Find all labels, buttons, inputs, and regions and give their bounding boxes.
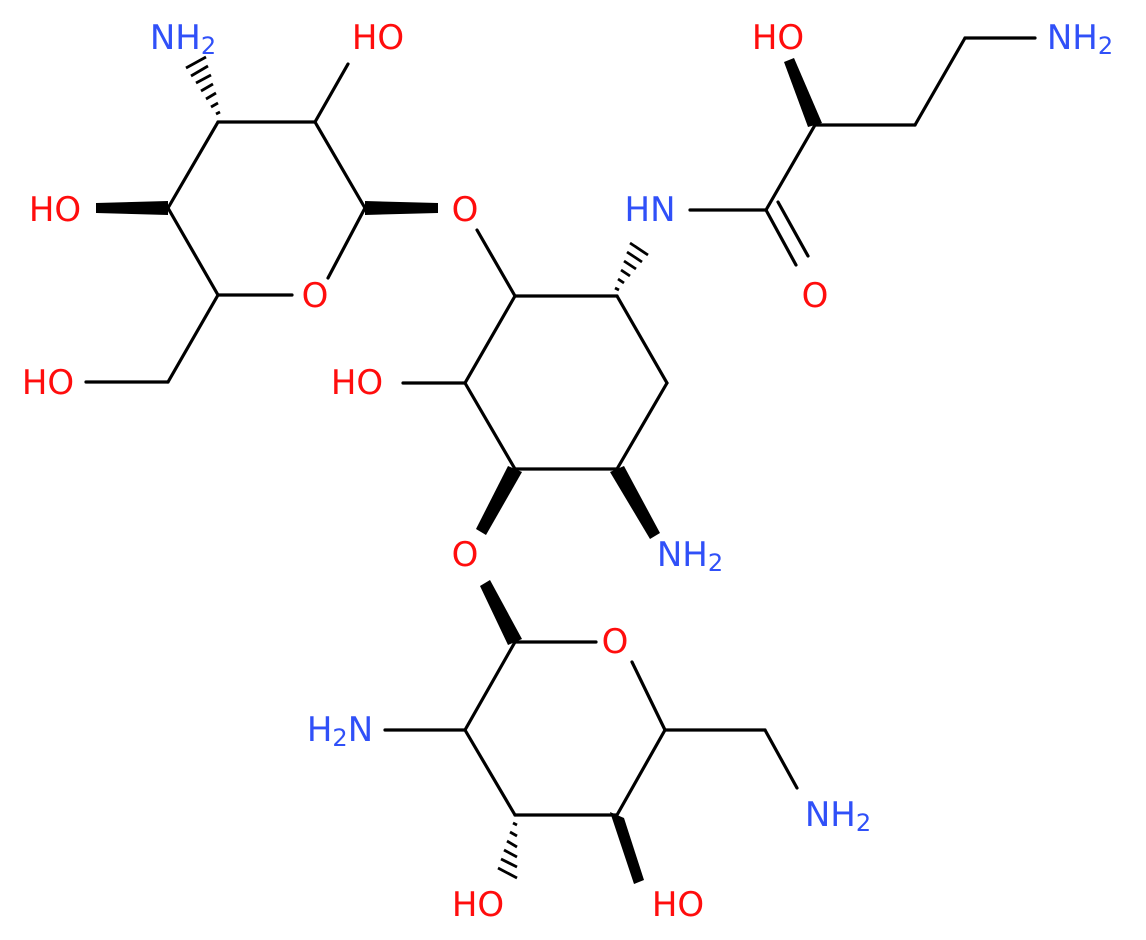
nh2-cyclohexane-label: NH2 [657, 535, 723, 577]
hashed-bond-nh2 [185, 55, 221, 116]
ho-hydroxymethyl-label: HO [22, 363, 74, 403]
cyclohexane-ring [401, 228, 669, 539]
oh-top-left-sugar-label: HO [352, 18, 404, 58]
ho-left-sugar-label: HO [29, 190, 81, 230]
glycosidic-oxygen-top-label: O [452, 190, 479, 230]
ring-oxygen-bottom-sugar-label: O [602, 622, 629, 662]
ho-cyclohexane-label: HO [331, 363, 383, 403]
ho-bottom-right-label: HO [652, 885, 704, 925]
amide-nh-label: HN [625, 190, 676, 230]
side-chain [688, 36, 1037, 267]
carbonyl-oxygen-label: O [802, 276, 829, 316]
hashed-bond-amide [614, 241, 649, 292]
bottom-sugar-ring [383, 580, 799, 884]
oh-side-chain-label: HO [752, 18, 804, 58]
nh2-top-left-sugar-label: NH2 [150, 18, 216, 60]
top-left-sugar-ring [84, 55, 438, 384]
nh2-side-chain-label: NH2 [1047, 18, 1113, 60]
ring-oxygen-left-sugar-label: O [302, 276, 329, 316]
glycosidic-oxygen-bottom-label: O [452, 535, 479, 575]
nh2-aminomethyl-label: NH2 [805, 795, 871, 837]
ho-bottom-left-label: HO [452, 885, 504, 925]
hashed-bond-hydroxyl [497, 821, 518, 880]
h2n-bottom-sugar-label: H2N [307, 710, 373, 752]
